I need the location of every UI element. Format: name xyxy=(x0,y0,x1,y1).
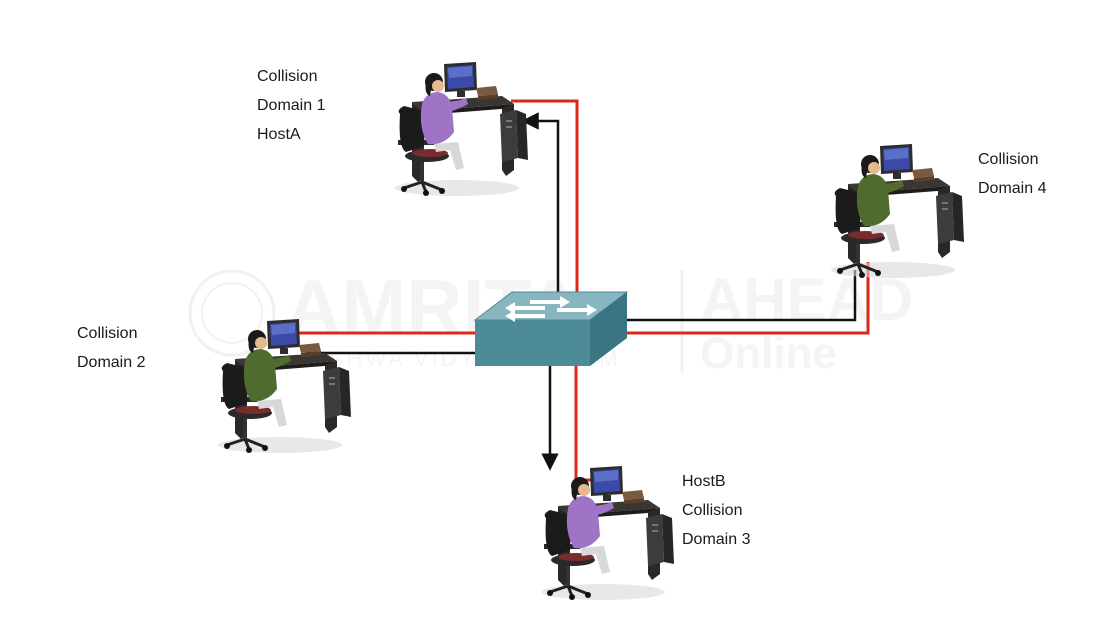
link-host-d-red xyxy=(625,262,870,335)
host-d-label-line: Collision xyxy=(978,151,1039,168)
host-c-label-line: Domain 3 xyxy=(682,531,751,548)
watermark-seal-icon xyxy=(188,269,276,357)
link-host-a-red xyxy=(511,99,579,296)
switch-icon xyxy=(473,291,629,366)
host-a-label-line: Domain 1 xyxy=(257,97,326,114)
link-host-a-black xyxy=(521,112,560,296)
host-d-label: Collision Domain 4 xyxy=(978,145,1046,203)
host-c-label-line: HostB xyxy=(682,473,726,490)
host-d-label-line: Domain 4 xyxy=(978,180,1047,197)
link-host-c-red xyxy=(574,363,598,482)
host-d-workstation-icon xyxy=(829,142,966,280)
host-c-label: HostB Collision Domain 3 xyxy=(682,467,750,554)
link-host-d-black xyxy=(625,270,857,322)
host-a-workstation-icon xyxy=(393,60,530,198)
watermark-right-subtext: Online xyxy=(700,329,837,378)
host-b-label-line: Domain 2 xyxy=(77,354,146,371)
host-a-label-line: Collision xyxy=(257,68,318,85)
host-b-label: Collision Domain 2 xyxy=(77,319,145,377)
host-c-workstation-icon xyxy=(539,464,676,602)
host-c-label-line: Collision xyxy=(682,502,743,519)
host-b-label-line: Collision xyxy=(77,325,138,342)
host-a-label-line: HostA xyxy=(257,126,301,143)
black-links xyxy=(306,112,857,471)
host-a-label: Collision Domain 1 HostA xyxy=(257,62,325,149)
